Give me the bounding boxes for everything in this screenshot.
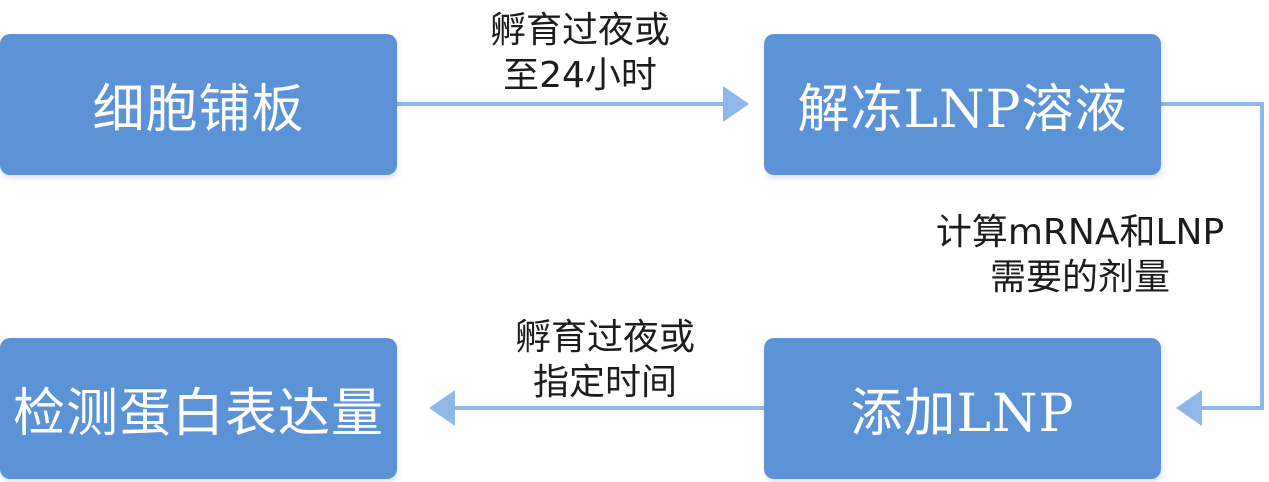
step-detect-expression-label: 检测蛋白表达量 [12,384,384,444]
step-detect-expression: 检测蛋白表达量 [0,338,397,479]
edge-label-plate-to-thaw: 孵育过夜或 至24小时 [430,8,730,98]
step-thaw-lnp: 解冻LNP溶液 [764,34,1161,175]
arrow-add-to-detect-head [429,390,455,426]
edge-label-add-to-detect-line-2: 指定时间 [532,362,677,403]
step-add-lnp-label: 添加LNP [850,384,1075,444]
edge-label-thaw-to-add: 计算mRNA和LNP 需要的剂量 [905,210,1255,300]
step-add-lnp: 添加LNP [764,338,1161,479]
arrow-thaw-to-add-head [1176,390,1202,426]
edge-label-plate-to-thaw-line-2: 至24小时 [503,55,657,96]
arrow-plate-to-thaw-head [723,86,749,122]
edge-label-thaw-to-add-line-1: 计算mRNA和LNP [935,212,1225,253]
edge-label-add-to-detect-line-1: 孵育过夜或 [514,317,695,358]
edge-label-plate-to-thaw-line-1: 孵育过夜或 [489,10,670,51]
step-thaw-lnp-label: 解冻LNP溶液 [797,80,1128,140]
step-plate-cells: 细胞铺板 [0,34,397,175]
edge-label-add-to-detect: 孵育过夜或 指定时间 [455,315,755,405]
edge-label-thaw-to-add-line-2: 需要的剂量 [989,257,1170,298]
step-plate-cells-label: 细胞铺板 [92,80,305,140]
arrow-thaw-to-add-line [1161,102,1264,410]
